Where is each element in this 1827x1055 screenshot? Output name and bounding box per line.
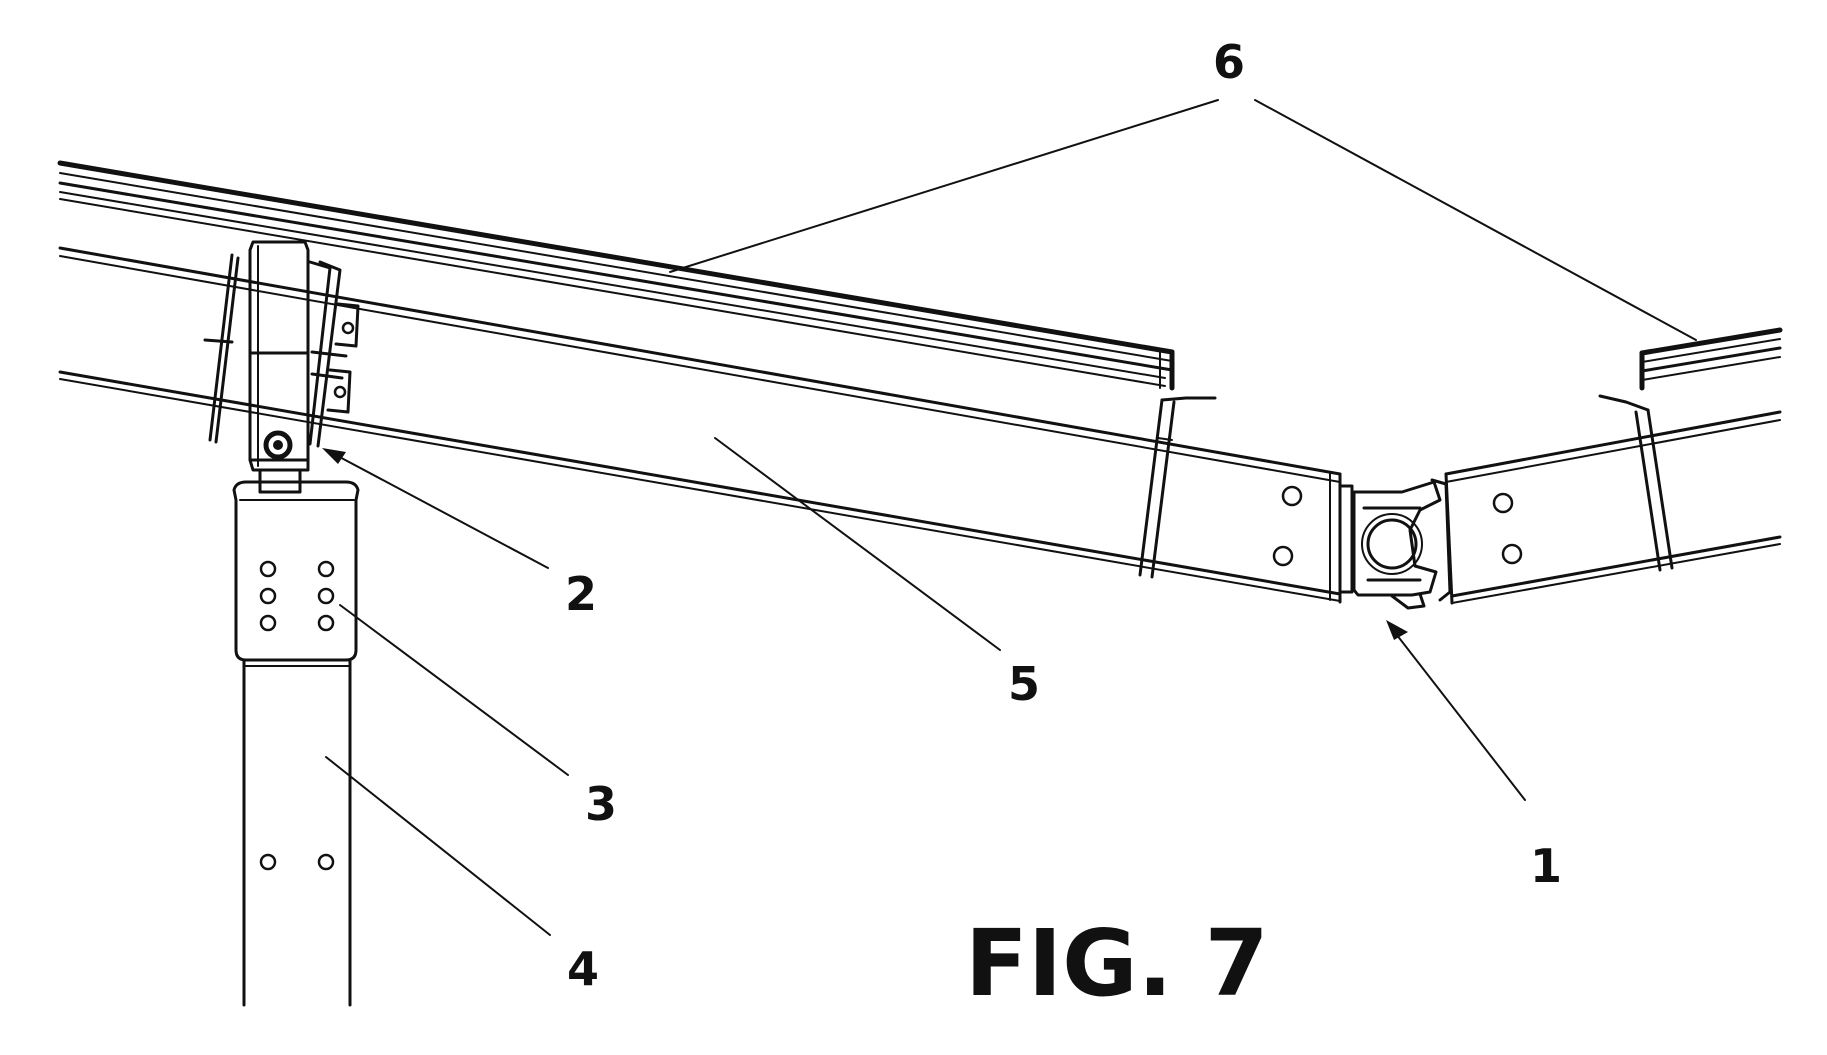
post-bracket [234,482,358,660]
label-4: 4 [567,942,599,996]
support-post [244,660,350,1005]
torque-beam-right [1446,412,1780,603]
joint-assembly [1340,480,1450,608]
module-rail-right [1642,330,1780,388]
rail-clamp-left [1140,398,1215,577]
rail-clamp-right [1600,396,1672,570]
figure-caption: FIG. 7 [965,910,1269,1017]
torque-beam-left [60,248,1340,602]
label-2: 2 [565,567,597,621]
leader-lines [322,100,1696,935]
label-5: 5 [1008,657,1040,711]
label-1: 1 [1530,839,1562,893]
label-6: 6 [1213,35,1245,89]
label-3: 3 [585,777,617,831]
